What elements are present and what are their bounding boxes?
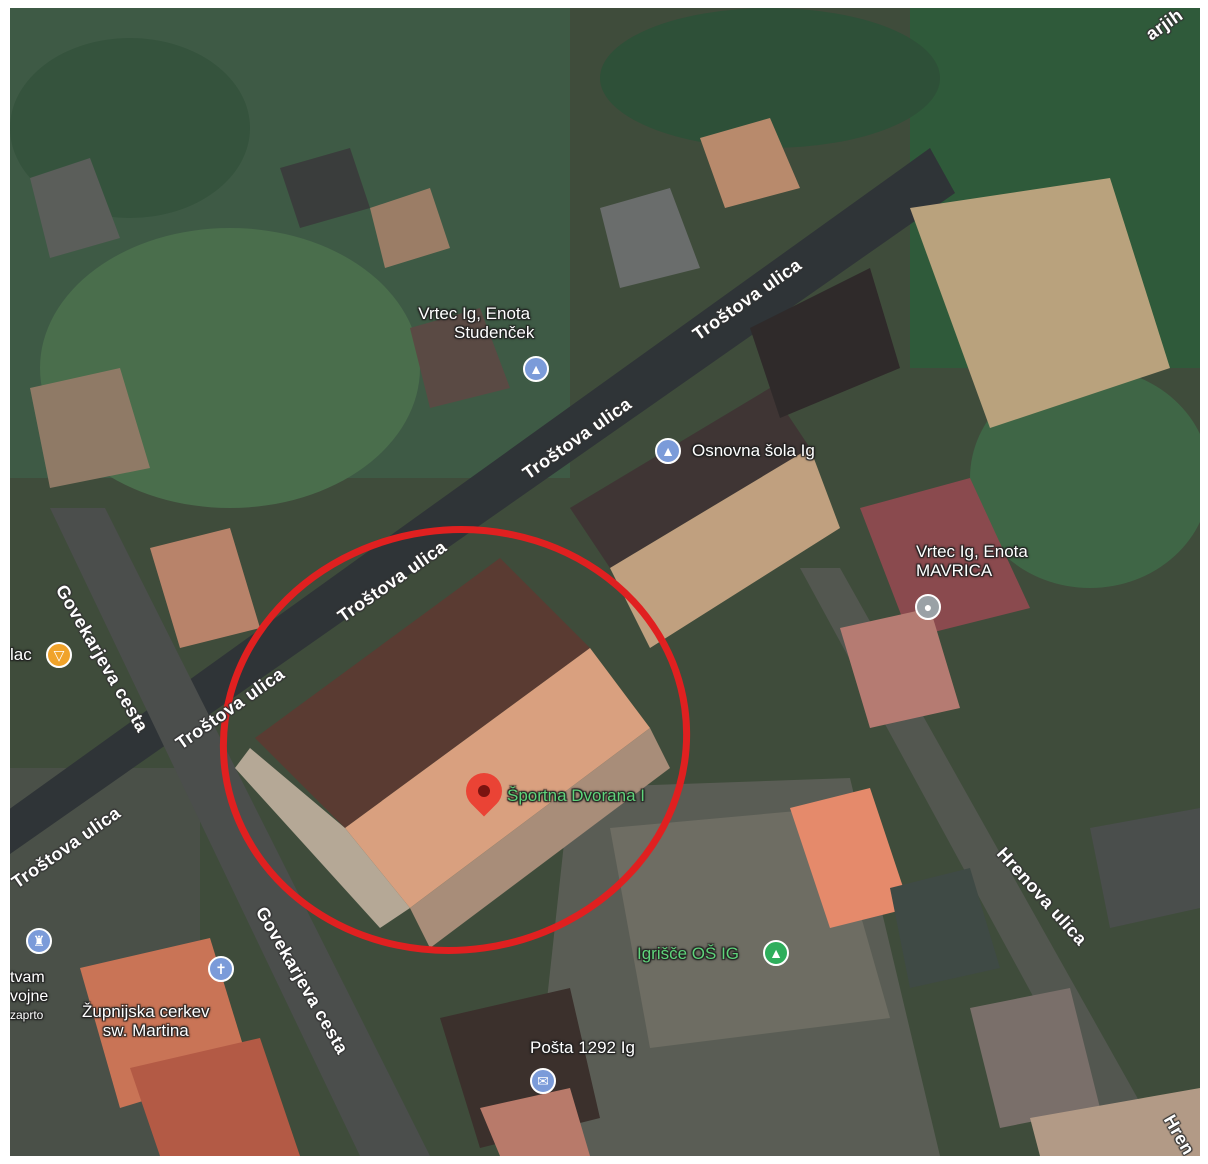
poi-name-line2: MAVRICA (916, 561, 993, 580)
bar-icon[interactable]: ▽ (46, 642, 72, 668)
highlight-circle (219, 526, 691, 954)
poi-label-osnovna-sola[interactable]: Osnovna šola Ig (692, 441, 815, 460)
mail-icon[interactable]: ✉ (530, 1068, 556, 1094)
poi-name: Vrtec Ig, Enota (418, 304, 531, 323)
poi-label-vrtec-mavrica[interactable]: Vrtec Ig, Enota MAVRICA (916, 542, 1028, 580)
poi-name-line2: vojne (10, 988, 49, 1005)
poi-name-line3: zaprto (10, 1008, 44, 1022)
school-icon[interactable]: ▲ (523, 356, 549, 382)
poi-name-line2: sw. Martina (102, 1021, 189, 1040)
satellite-imagery (10, 8, 1200, 1156)
map-canvas[interactable]: Troštova ulica Troštova ulica Troštova u… (10, 8, 1200, 1156)
poi-name: Vrtec Ig, Enota (916, 542, 1028, 561)
poi-label-igrisce[interactable]: Igrišče OŠ IG (637, 944, 740, 963)
church-icon[interactable]: ✝ (208, 956, 234, 982)
poi-name-line2: Studenček (454, 323, 535, 342)
park-icon[interactable]: ▲ (763, 940, 789, 966)
poi-name: Župnijska cerkev (82, 1002, 210, 1021)
poi-label-zupnijska-cerkev[interactable]: Župnijska cerkev sw. Martina (82, 1002, 210, 1040)
poi-label-sportna-dvorana[interactable]: Športna Dvorana I (507, 786, 645, 805)
poi-label-vrtec-studencek[interactable]: Vrtec Ig, Enota Studenček (414, 304, 534, 342)
school-icon[interactable]: ▲ (655, 438, 681, 464)
poi-label-posta[interactable]: Pošta 1292 Ig (530, 1038, 635, 1057)
poi-label-lac[interactable]: lac (10, 645, 32, 664)
poi-label-tvam[interactable]: tvam vojne zaprto (10, 968, 48, 1025)
place-icon[interactable]: ● (915, 594, 941, 620)
chess-icon[interactable]: ♜ (26, 928, 52, 954)
poi-name: tvam (10, 969, 45, 986)
